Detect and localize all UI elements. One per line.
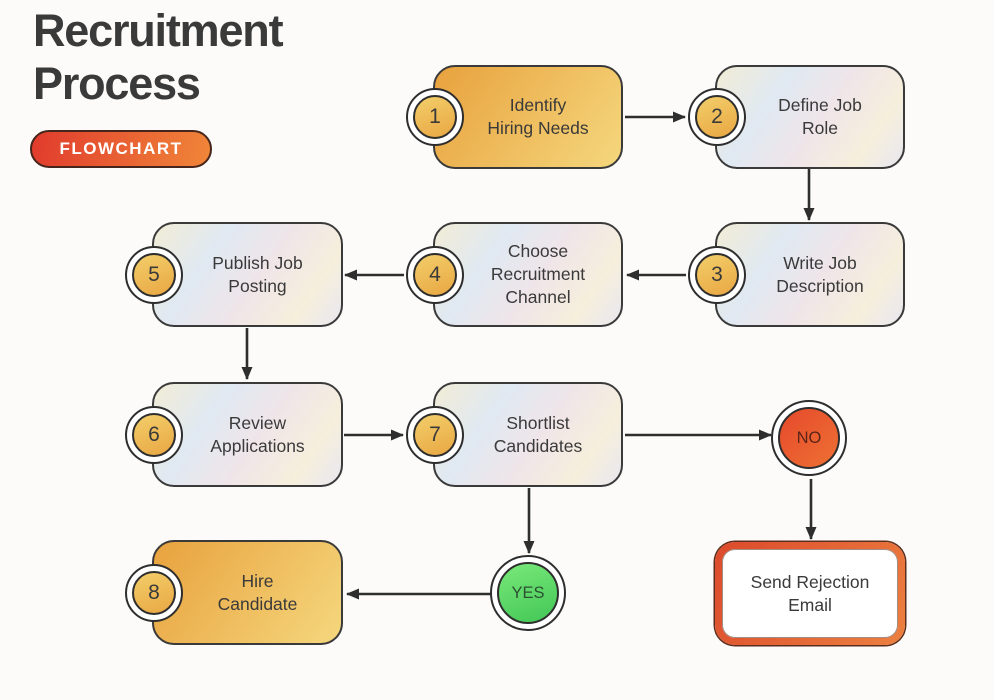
page-title-line2: Process — [33, 58, 201, 109]
step-number-badge: 3 — [688, 245, 746, 304]
step-box-write-job-description: 3 Write Job Description — [688, 222, 905, 327]
step-box-identify-hiring-needs: 1 Identify Hiring Needs — [406, 65, 623, 169]
decision-yes: YES — [490, 555, 566, 631]
step-number-badge: 5 — [125, 245, 183, 304]
step-box-define-job-role: 2 Define Job Role — [688, 65, 905, 169]
flowchart-badge-label: FLOWCHART — [59, 139, 183, 158]
decision-yes-label: YES — [497, 562, 559, 624]
decision-no-label: NO — [778, 407, 840, 469]
step-number-badge: 2 — [688, 88, 746, 146]
step-number: 8 — [132, 570, 176, 615]
step-label: Hire Candidate — [217, 570, 298, 614]
step-number: 6 — [132, 412, 176, 457]
step-number-badge: 1 — [406, 88, 464, 146]
step-box-choose-recruitment-channel: 4 Choose Recruitment Channel — [406, 222, 623, 327]
step-number: 2 — [695, 95, 739, 139]
step-number-badge: 4 — [406, 245, 464, 304]
step-number: 3 — [695, 252, 739, 297]
step-number-badge: 7 — [406, 405, 464, 464]
terminal-label: Send Rejection Email — [750, 571, 870, 615]
step-box-shortlist-candidates: 7 Shortlist Candidates — [406, 382, 623, 487]
page-title: Recruitment Process — [33, 4, 284, 110]
step-box-review-applications: 6 Review Applications — [125, 382, 343, 487]
step-label: Define Job Role — [778, 95, 862, 138]
step-label: Identify Hiring Needs — [487, 95, 589, 138]
step-number: 7 — [413, 412, 457, 457]
send-rejection-email-box: Send Rejection Email — [715, 542, 905, 645]
flowchart-badge: FLOWCHART — [30, 130, 212, 168]
step-number: 5 — [132, 252, 176, 297]
step-label: Publish Job Posting — [212, 252, 303, 296]
step-number: 1 — [413, 95, 457, 139]
decision-no: NO — [771, 400, 847, 476]
step-number-badge: 6 — [125, 405, 183, 464]
step-label: Review Applications — [210, 412, 305, 456]
page-title-line1: Recruitment — [33, 5, 284, 56]
step-label: Write Job Description — [776, 252, 864, 296]
step-label: Shortlist Candidates — [493, 412, 583, 456]
step-box-publish-job-posting: 5 Publish Job Posting — [125, 222, 343, 327]
step-number-badge: 8 — [125, 563, 183, 622]
step-number: 4 — [413, 252, 457, 297]
send-rejection-email-inner: Send Rejection Email — [722, 549, 898, 638]
step-box-hire-candidate: 8 Hire Candidate — [125, 540, 343, 645]
step-label: Choose Recruitment Channel — [490, 241, 586, 307]
